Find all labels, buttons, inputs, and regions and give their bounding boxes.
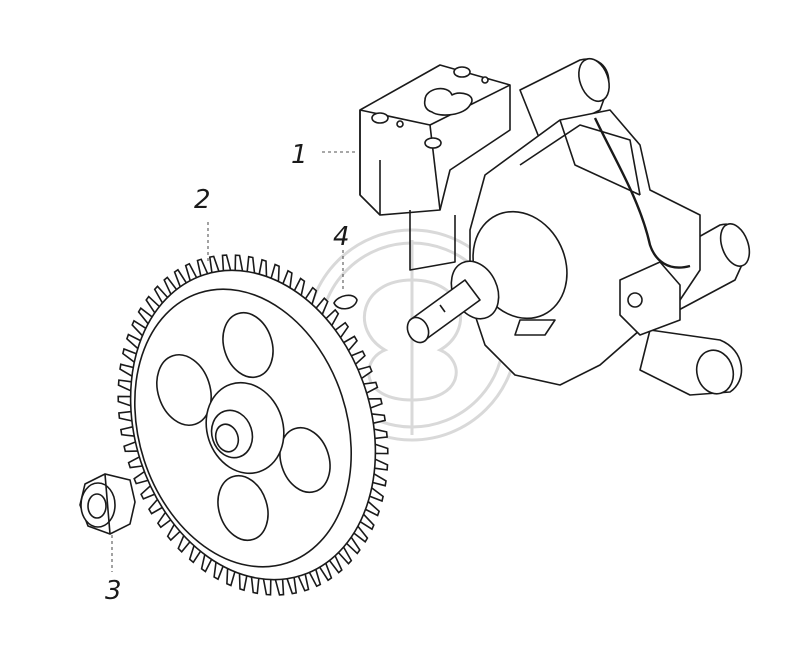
gear-tooth	[371, 413, 387, 424]
drive-gear	[117, 254, 389, 596]
gear-tooth	[118, 410, 133, 422]
gear-tooth	[131, 319, 147, 337]
gear-tooth	[365, 500, 381, 517]
leader-lines	[111, 151, 358, 572]
gear-tooth	[308, 569, 322, 588]
gear-tooth	[368, 397, 383, 409]
gear-tooth	[123, 441, 138, 453]
gear-tooth	[125, 333, 141, 350]
gear-tooth	[119, 363, 134, 377]
gear-tooth	[145, 295, 160, 314]
gear-tooth	[282, 269, 293, 288]
gear-tooth	[153, 285, 169, 304]
callout-label-2: 2	[194, 185, 211, 215]
gear-tooth	[346, 536, 361, 555]
gear-tooth	[372, 473, 387, 487]
gear-tooth	[119, 426, 135, 437]
gear-tooth	[328, 555, 343, 574]
gear-tooth	[286, 577, 298, 595]
gear-tooth	[374, 443, 389, 455]
gear-tooth	[258, 258, 268, 277]
gear-tooth	[250, 576, 260, 595]
callout-label-1: 1	[291, 140, 308, 170]
gear-tooth	[293, 277, 306, 296]
gear-tooth	[353, 525, 369, 543]
gear-tooth	[173, 268, 187, 287]
gear-tooth	[238, 573, 248, 592]
gear-teeth	[117, 254, 389, 596]
gear-tooth	[357, 365, 373, 380]
gear-tooth	[226, 568, 236, 587]
gear-tooth	[117, 379, 132, 392]
gear-tooth	[319, 563, 333, 582]
gear-tooth	[363, 381, 379, 394]
gear-tooth	[262, 578, 272, 596]
gear-tooth	[270, 263, 280, 282]
gear-tooth	[137, 307, 153, 325]
gear-tooth	[234, 254, 244, 272]
hex-nut	[79, 473, 136, 535]
gear-tooth	[297, 573, 310, 592]
gear-tooth	[274, 579, 285, 596]
gear-tooth	[163, 276, 178, 295]
gear-tooth	[221, 254, 232, 271]
gear-tooth	[369, 487, 385, 503]
gear-tooth	[121, 347, 137, 363]
gear-tooth	[200, 554, 213, 573]
gear-tooth	[196, 258, 209, 277]
gear-tooth	[246, 255, 256, 274]
oil-pump-housing	[359, 57, 751, 396]
gear-tooth	[208, 255, 220, 273]
gear-tooth	[117, 395, 132, 407]
gear-tooth	[127, 456, 143, 469]
gear-tooth	[337, 546, 353, 565]
gear-tooth	[374, 458, 389, 471]
gear-tooth	[184, 262, 198, 281]
callout-label-3: 3	[105, 576, 122, 606]
callout-label-4: 4	[333, 222, 350, 252]
gear-tooth	[373, 428, 388, 440]
gear-tooth	[133, 470, 149, 485]
woodruff-key	[333, 294, 358, 310]
gear-tooth	[213, 562, 224, 581]
gear-tooth	[359, 513, 375, 531]
